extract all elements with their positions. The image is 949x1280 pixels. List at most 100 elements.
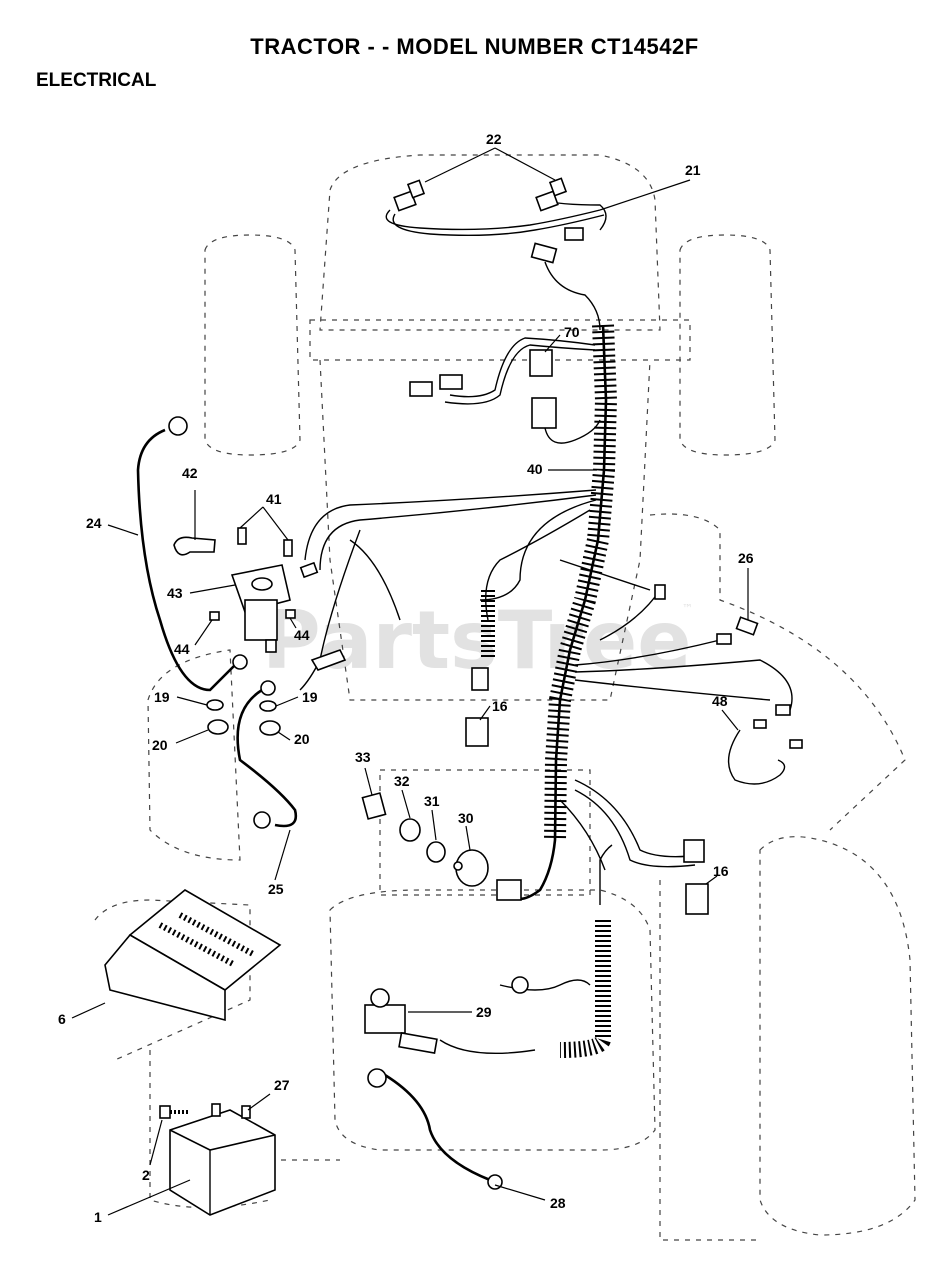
callout-22: 22 — [486, 131, 502, 147]
callout-16-lower: 16 — [713, 863, 729, 879]
connector-40-plug — [531, 397, 557, 429]
headlight-harness — [385, 177, 607, 331]
callout-24: 24 — [86, 515, 102, 531]
nut-44-left — [209, 611, 220, 621]
coil-to-seat-switch — [439, 844, 613, 1058]
seat-switch-body — [364, 1004, 406, 1034]
connector-harness-end — [496, 879, 522, 901]
ground-ring-29 — [511, 976, 529, 994]
bolt-2 — [159, 1105, 171, 1119]
callout-6: 6 — [58, 1011, 66, 1027]
callout-44-right: 44 — [294, 627, 310, 643]
solenoid-assembly — [173, 527, 347, 671]
fuse-holder — [310, 649, 347, 671]
wiring-right — [574, 584, 803, 785]
callout-33: 33 — [355, 749, 371, 765]
battery-tray-6 — [104, 889, 282, 1022]
callout-44-left: 44 — [174, 641, 190, 657]
ring-25-top — [260, 680, 276, 696]
callout-16-upper: 16 — [492, 698, 508, 714]
connector-26 — [735, 616, 759, 636]
bolt-27 — [241, 1105, 251, 1119]
seat-switch-button — [370, 988, 390, 1008]
leader-lines — [71, 147, 749, 1216]
coil-connector-16-upper — [465, 590, 495, 747]
cable-28 — [367, 1068, 503, 1190]
washer-31 — [426, 841, 446, 863]
solenoid-boss — [251, 577, 273, 591]
section-label: ELECTRICAL — [36, 70, 157, 91]
callout-31: 31 — [424, 793, 440, 809]
connector-48a — [775, 704, 791, 716]
plug-16-upper-b — [465, 717, 489, 747]
headlight-bulb-right — [535, 190, 559, 212]
battery-body — [169, 1109, 276, 1216]
connector-top-right — [654, 584, 666, 600]
battery-1 — [159, 1103, 276, 1216]
callout-42: 42 — [182, 465, 198, 481]
ignition-key-stub — [453, 861, 463, 871]
cable-25 — [236, 680, 298, 829]
tray-side — [104, 933, 226, 1022]
diagram-title: TRACTOR - - MODEL NUMBER CT14542F — [250, 34, 699, 59]
callout-20-left: 20 — [152, 737, 168, 753]
callout-29: 29 — [476, 1004, 492, 1020]
harness-branch-70 — [409, 337, 601, 444]
callout-30: 30 — [458, 810, 474, 826]
ring-25-bottom — [253, 811, 271, 829]
connector-48b — [753, 719, 767, 729]
headlight-connector — [564, 227, 584, 241]
callout-26: 26 — [738, 550, 754, 566]
harness-plug-top — [530, 242, 558, 264]
callout-27: 27 — [274, 1077, 290, 1093]
callout-25: 25 — [268, 881, 284, 897]
nut-20-left — [207, 719, 229, 735]
callout-labels: 22 21 70 40 42 41 24 26 43 44 44 19 19 4… — [58, 131, 754, 1225]
callout-70: 70 — [564, 324, 580, 340]
washer-19-right — [259, 700, 277, 712]
callout-21: 21 — [685, 162, 701, 178]
plug-16-lower-b — [685, 883, 709, 915]
plug-16-lower-a — [683, 839, 705, 863]
plug-16-upper-a — [471, 667, 489, 691]
hardware-19-20 — [206, 699, 281, 736]
callout-2: 2 — [142, 1167, 150, 1183]
callout-48: 48 — [712, 693, 728, 709]
callout-32: 32 — [394, 773, 410, 789]
harness-branch-lower — [496, 779, 709, 915]
callout-19-left: 19 — [154, 689, 170, 705]
boot-42 — [173, 536, 216, 556]
switch-33 — [361, 792, 387, 820]
ignition-switch-group — [361, 792, 489, 887]
battery-terminal — [211, 1103, 221, 1117]
callout-1: 1 — [94, 1209, 102, 1225]
terminal-small — [299, 561, 319, 579]
callout-40: 40 — [527, 461, 543, 477]
connector-small-left2 — [409, 381, 433, 397]
callout-19-right: 19 — [302, 689, 318, 705]
callout-28: 28 — [550, 1195, 566, 1211]
nut-44-right — [285, 609, 296, 619]
watermark-tm: ™ — [682, 602, 693, 615]
connector-70 — [529, 349, 553, 377]
callout-41: 41 — [266, 491, 282, 507]
solenoid-terminal — [265, 639, 277, 653]
ring-24-top — [168, 416, 188, 436]
nut-20-right — [259, 720, 281, 736]
solenoid-body — [244, 599, 278, 641]
seat-switch-29 — [364, 988, 438, 1054]
headlight-socket-left — [406, 179, 426, 199]
washer-19-left — [206, 699, 224, 711]
nut-32 — [399, 818, 421, 842]
screw-41-right — [283, 539, 293, 557]
cable-24 — [136, 416, 248, 692]
seat-switch-plug — [398, 1032, 438, 1054]
wiring-left — [299, 489, 651, 691]
ring-28-top — [367, 1068, 387, 1088]
connector-small-left — [439, 374, 463, 390]
callout-43: 43 — [167, 585, 183, 601]
connector-26b — [716, 633, 732, 645]
callout-20-right: 20 — [294, 731, 310, 747]
connector-48c — [789, 739, 803, 749]
